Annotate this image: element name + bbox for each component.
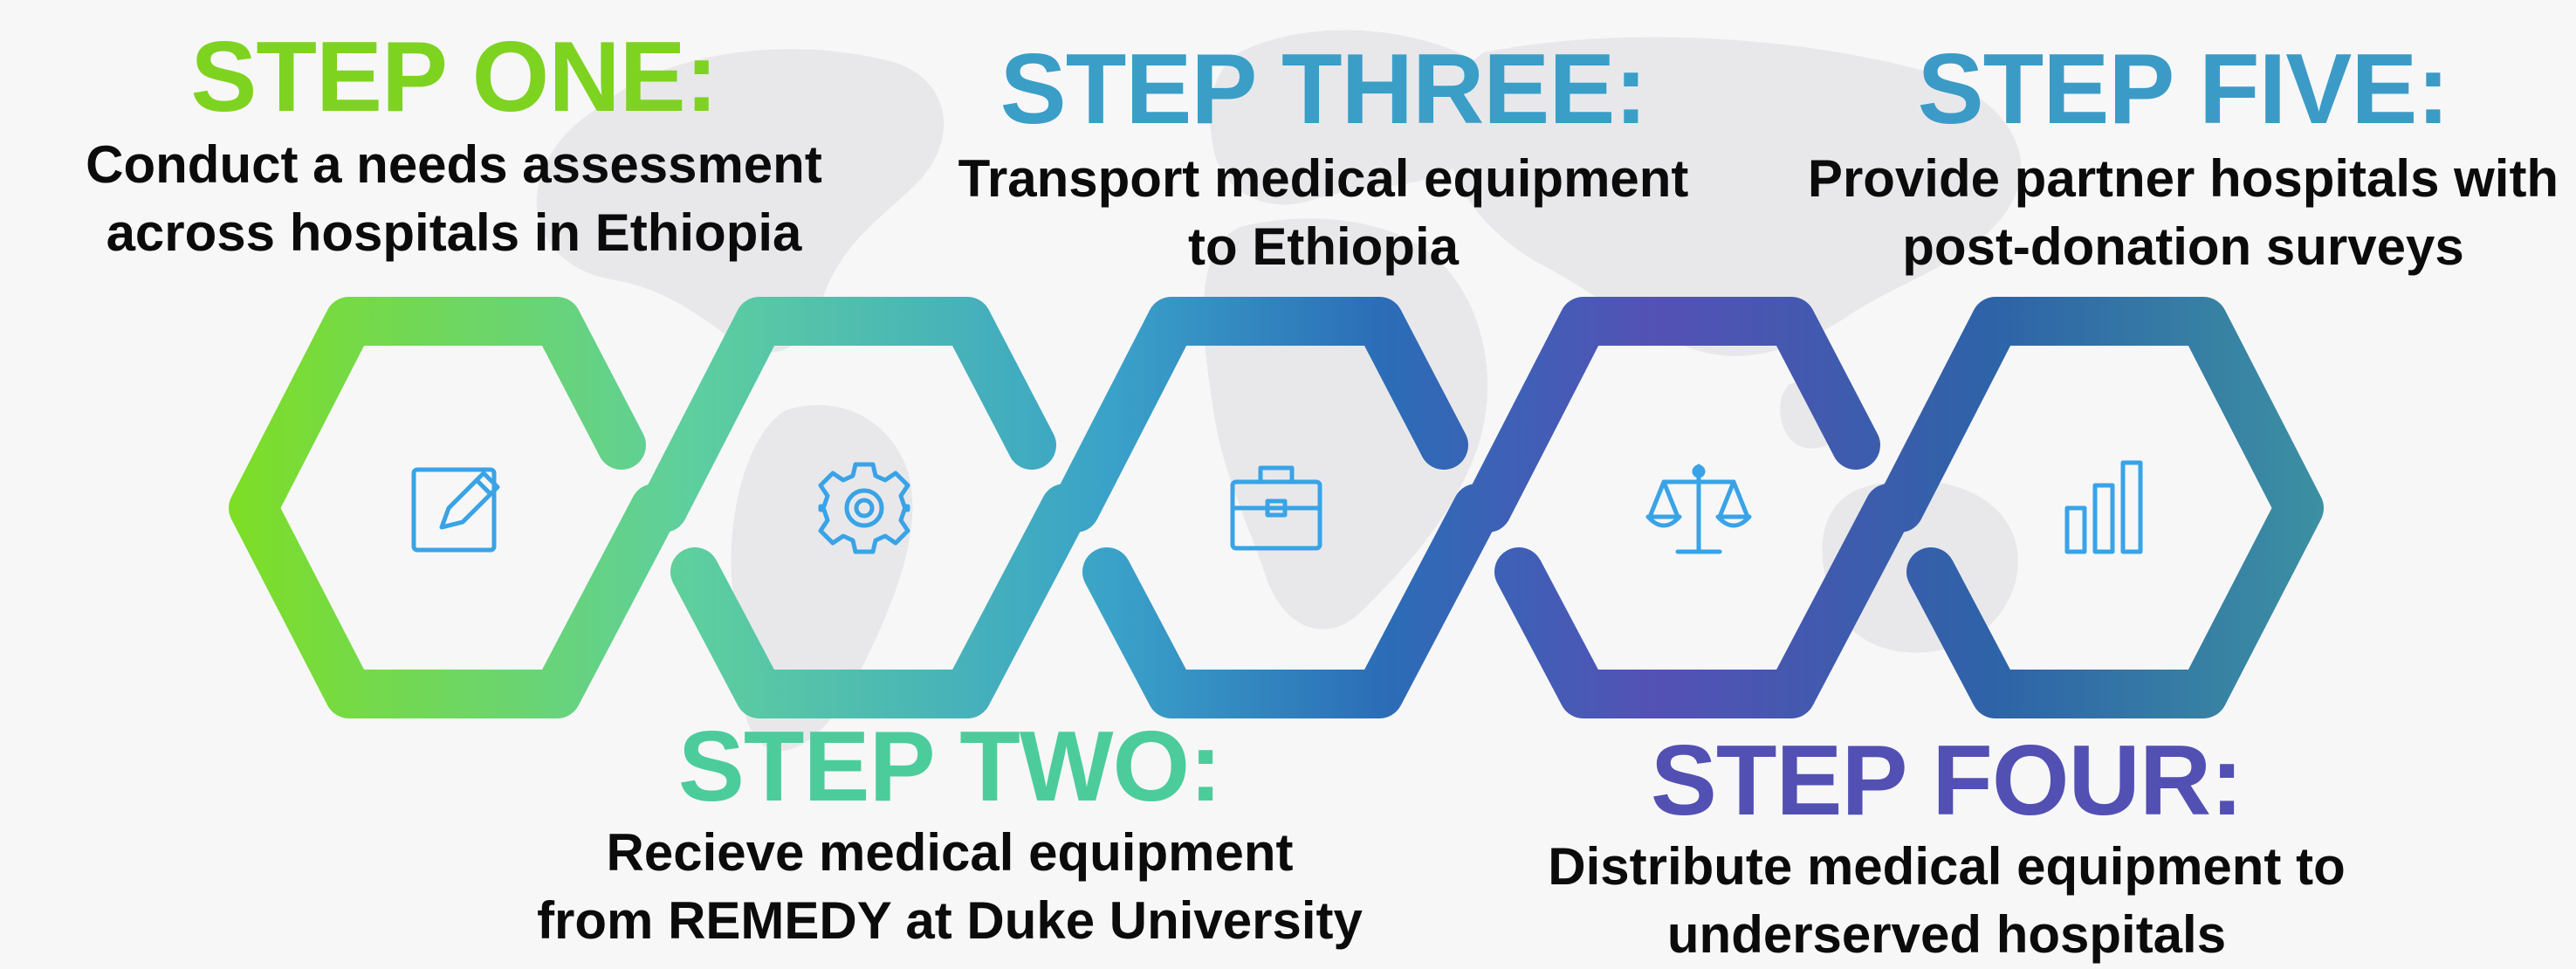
edit-icon — [411, 467, 500, 553]
balance-scale-icon — [1645, 464, 1752, 554]
step-description-line-2: underserved hospitals — [1666, 905, 2227, 964]
step-one: STEP ONE: Conduct a needs assessment acr… — [17, 26, 890, 267]
step-three: STEP THREE: Transport medical equipment … — [887, 38, 1760, 281]
hexagon-step-5 — [1875, 297, 2324, 718]
step-four: STEP FOUR: Distribute medical equipment … — [1510, 730, 2383, 969]
step-description-line-2: to Ethiopia — [1188, 217, 1459, 276]
step-title: STEP TWO: — [677, 711, 1222, 822]
hexagon-step-2 — [639, 297, 1056, 533]
step-description-line-1: Distribute medical equipment to — [1548, 837, 2346, 896]
gear-icon — [818, 462, 910, 554]
hexagon-step-2-lower — [670, 484, 1089, 718]
step-five: STEP FIVE: Provide partner hospitals wit… — [1755, 38, 2576, 281]
step-title: STEP THREE: — [999, 34, 1648, 145]
bar-chart-icon — [2064, 460, 2143, 554]
hexagon-step-4 — [1463, 297, 1880, 533]
step-description-line-1: Provide partner hospitals with — [1807, 149, 2559, 208]
step-description-line-2: across hospitals in Ethiopia — [106, 203, 802, 262]
hexagon-step-1 — [229, 297, 679, 718]
briefcase-icon — [1230, 465, 1322, 551]
step-two: STEP TWO: Recieve medical equipment from… — [513, 716, 1386, 955]
hexagon-step-3-lower — [1082, 484, 1501, 718]
step-title: STEP FIVE: — [1917, 34, 2450, 145]
step-description-line-2: from REMEDY at Duke University — [537, 891, 1363, 950]
step-title: STEP ONE: — [190, 22, 718, 133]
step-description-line-1: Conduct a needs assessment — [86, 135, 822, 194]
step-description-line-1: Recieve medical equipment — [606, 823, 1294, 882]
hexagon-step-4-lower — [1494, 484, 1913, 718]
hexagon-step-3 — [1051, 297, 1468, 533]
step-title: STEP FOUR: — [1650, 725, 2243, 836]
step-description-line-2: post-donation surveys — [1902, 217, 2464, 276]
hexagon-chain-diagram — [229, 297, 2324, 718]
step-description-line-1: Transport medical equipment — [958, 149, 1689, 208]
